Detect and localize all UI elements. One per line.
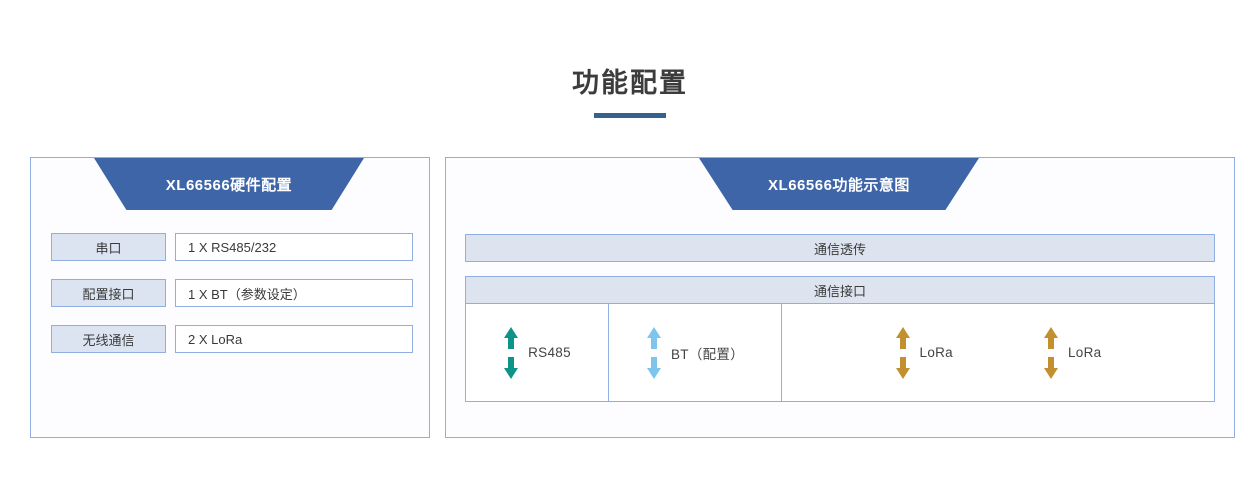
port-bt: BT（配置） xyxy=(646,326,745,379)
hardware-config-panel: XL66566硬件配置 串口 1 X RS485/232 配置接口 1 X BT… xyxy=(30,157,430,438)
cell-bt: BT（配置） xyxy=(609,304,782,401)
double-arrow-vertical-icon xyxy=(504,326,519,379)
interface-cells: RS485 BT（配置） LoRa xyxy=(465,304,1215,402)
row-value-text: 2 X LoRa xyxy=(188,331,243,347)
port-label-lora-1: LoRa xyxy=(919,345,953,360)
port-rs485: RS485 xyxy=(503,326,571,379)
title-underline xyxy=(594,113,666,118)
table-row: 串口 1 X RS485/232 xyxy=(51,233,413,261)
cell-lora: LoRa LoRa xyxy=(782,304,1214,401)
transparent-transmission-bar: 通信透传 xyxy=(465,234,1215,262)
hardware-config-banner-label: XL66566硬件配置 xyxy=(165,176,293,194)
page-header: 功能配置 xyxy=(0,66,1260,118)
row-label-serial: 串口 xyxy=(51,233,166,261)
table-row: 无线通信 2 X LoRa xyxy=(51,325,413,353)
port-lora-2: LoRa xyxy=(1043,326,1102,379)
port-label-bt: BT（配置） xyxy=(670,346,745,362)
function-diagram: 通信透传 通信接口 RS485 xyxy=(465,234,1215,402)
row-value-text: 1 X RS485/232 xyxy=(188,239,277,255)
row-label-text: 串口 xyxy=(95,240,122,256)
transparent-transmission-label: 通信透传 xyxy=(813,241,866,257)
page-title: 功能配置 xyxy=(572,68,688,98)
hardware-config-banner: XL66566硬件配置 xyxy=(94,158,364,210)
row-value-wireless: 2 X LoRa xyxy=(175,325,413,353)
double-arrow-vertical-icon xyxy=(1044,326,1058,379)
function-diagram-banner-label: XL66566功能示意图 xyxy=(768,176,910,194)
function-diagram-panel: XL66566功能示意图 通信透传 通信接口 RS485 xyxy=(445,157,1235,438)
communication-interface-bar: 通信接口 xyxy=(465,276,1215,304)
cell-rs485: RS485 xyxy=(466,304,609,401)
row-label-wireless: 无线通信 xyxy=(51,325,166,353)
port-lora-1: LoRa xyxy=(895,326,953,379)
hardware-config-rows: 串口 1 X RS485/232 配置接口 1 X BT（参数设定） 无线通信 … xyxy=(51,233,413,371)
port-label-lora-2: LoRa xyxy=(1068,345,1102,360)
row-label-text: 无线通信 xyxy=(82,332,135,348)
port-label-rs485: RS485 xyxy=(528,345,571,360)
row-label-config-port: 配置接口 xyxy=(51,279,166,307)
table-row: 配置接口 1 X BT（参数设定） xyxy=(51,279,413,307)
row-value-config-port: 1 X BT（参数设定） xyxy=(175,279,413,307)
double-arrow-vertical-icon xyxy=(646,326,661,379)
row-value-text: 1 X BT（参数设定） xyxy=(188,286,306,302)
function-diagram-banner: XL66566功能示意图 xyxy=(699,158,979,210)
double-arrow-vertical-icon xyxy=(895,326,910,379)
row-value-serial: 1 X RS485/232 xyxy=(175,233,413,261)
row-label-text: 配置接口 xyxy=(82,286,135,302)
communication-interface-label: 通信接口 xyxy=(813,283,866,299)
